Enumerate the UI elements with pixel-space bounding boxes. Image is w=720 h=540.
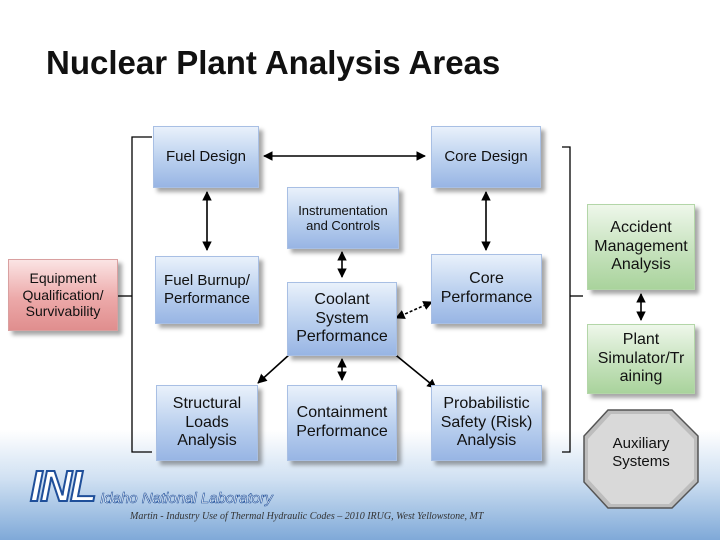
- left-bracket: [131, 136, 152, 453]
- fuel-burnup-box: Fuel Burnup/ Performance: [155, 256, 259, 324]
- core-design-box: Core Design: [431, 126, 541, 188]
- plant-simulator-box: Plant Simulator/Tr aining: [587, 324, 695, 394]
- inl-logo-text: Idaho National Laboratory: [100, 490, 273, 508]
- auxiliary-systems-label: Auxiliary Systems: [612, 435, 670, 470]
- fuel-design-box: Fuel Design: [153, 126, 259, 188]
- page-title: Nuclear Plant Analysis Areas: [46, 44, 501, 81]
- equipment-qualification-box: Equipment Qualification/ Survivability: [8, 259, 118, 331]
- arrow-coolant-core-performance: [395, 301, 433, 319]
- inl-logo-mark: INL: [29, 461, 98, 512]
- accident-management-box: Accident Management Analysis: [587, 204, 695, 290]
- auxiliary-octagon-inner: [588, 414, 694, 504]
- arrow-coolant-structural: [257, 353, 291, 384]
- core-performance-box: Core Performance: [431, 254, 542, 324]
- inl-logo: INL Idaho National Laboratory: [29, 461, 273, 512]
- footer-citation: Martin - Industry Use of Thermal Hydraul…: [130, 511, 484, 522]
- arrow-coolant-probabilistic: [391, 351, 437, 389]
- coolant-system-box: Coolant System Performance: [287, 282, 397, 356]
- structural-loads-box: Structural Loads Analysis: [156, 385, 258, 461]
- right-bracket: [562, 146, 571, 453]
- containment-box: Containment Performance: [287, 385, 397, 461]
- probabilistic-safety-box: Probabilistic Safety (Risk) Analysis: [431, 385, 542, 461]
- instrumentation-box: Instrumentation and Controls: [287, 187, 399, 249]
